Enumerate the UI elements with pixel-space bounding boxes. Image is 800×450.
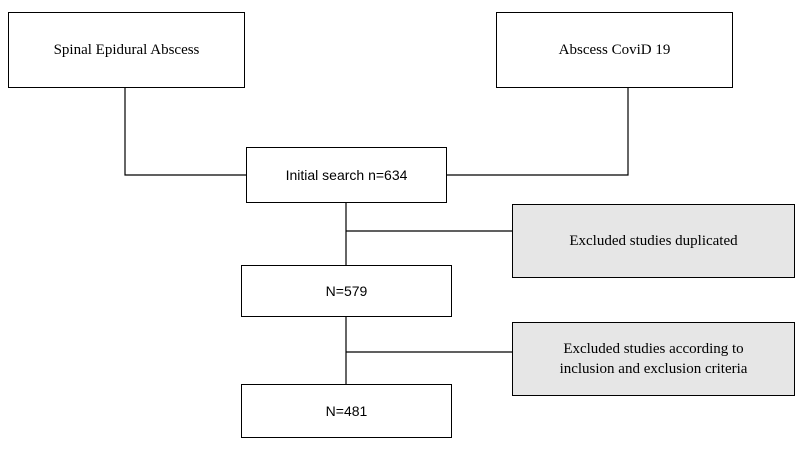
box-initial-search: Initial search n=634 [246,147,447,203]
box-label: Initial search n=634 [285,167,408,183]
box-label-line2: inclusion and exclusion criteria [559,361,748,377]
connector-right-source [447,88,629,176]
box-abscess-covid-19: Abscess CoviD 19 [496,12,733,88]
box-label-line1: Excluded studies according to [563,340,744,357]
box-n-579: N=579 [241,265,452,317]
box-excluded-duplicates: Excluded studies duplicated [512,204,795,278]
box-label: N=579 [325,283,368,299]
box-label: N=481 [325,403,368,419]
box-label: Abscess CoviD 19 [558,41,671,58]
box-spinal-epidural-abscess: Spinal Epidural Abscess [8,12,245,88]
box-label: Spinal Epidural Abscess [53,41,200,58]
connector-left-source [124,88,246,176]
box-excluded-criteria: Excluded studies according to inclusion … [512,322,795,396]
box-label: Excluded studies duplicated [569,232,738,249]
box-n-481: N=481 [241,384,452,438]
